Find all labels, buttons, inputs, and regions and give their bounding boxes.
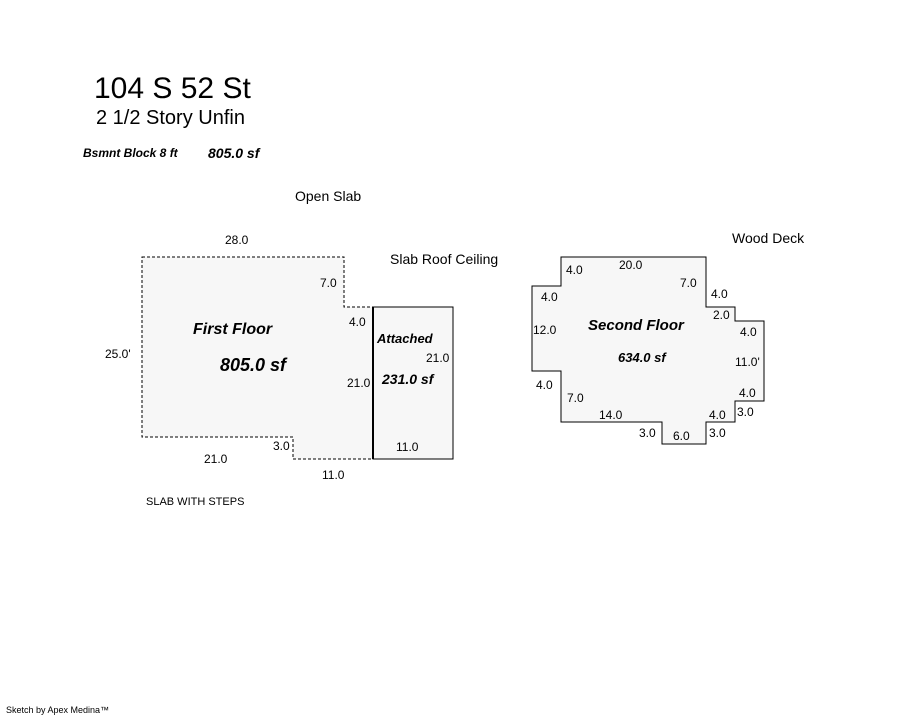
dim-second-right-lower: 4.0 [739, 386, 756, 400]
dim-second-right-bottom: 3.0 [737, 405, 754, 419]
dim-second-right-top-step: 4.0 [711, 287, 728, 301]
property-address: 104 S 52 St [94, 72, 251, 105]
building-style: 2 1/2 Story Unfin [96, 107, 245, 129]
dim-second-left-lower: 4.0 [536, 378, 553, 392]
dim-second-left-upper: 4.0 [541, 290, 558, 304]
dim-second-bottom-notch: 6.0 [673, 429, 690, 443]
dim-first-notch-side: 7.0 [320, 276, 337, 290]
dim-attached-bottom: 11.0 [396, 440, 419, 454]
dim-first-notch-width: 4.0 [349, 315, 366, 329]
slab-with-steps-label: SLAB WITH STEPS [146, 496, 245, 508]
dim-second-right-upper: 4.0 [740, 325, 757, 339]
dim-second-top-right: 7.0 [680, 276, 697, 290]
dim-first-step: 3.0 [273, 439, 290, 453]
second-floor-outline [531, 256, 765, 445]
dim-attached-right: 21.0 [426, 351, 450, 365]
first-floor-area: 805.0 sf [220, 355, 288, 375]
dim-first-bottom-right: 11.0 [322, 468, 345, 482]
dim-first-right: 21.0 [347, 376, 371, 390]
dim-first-top: 28.0 [225, 233, 249, 247]
wood-deck-label: Wood Deck [732, 230, 805, 246]
first-floor-name: First Floor [193, 321, 273, 338]
dim-second-right-lower-step: 4.0 [709, 408, 726, 422]
open-slab-label: Open Slab [295, 188, 362, 204]
dim-second-bottom: 14.0 [599, 408, 623, 422]
dim-second-top: 20.0 [619, 258, 643, 272]
dim-second-top-left-step: 4.0 [566, 263, 583, 277]
basement-label: Bsmnt Block 8 ft [83, 146, 178, 160]
attached-area: 231.0 sf [381, 371, 435, 387]
dim-second-left: 12.0 [533, 323, 557, 337]
dim-first-bottom-left: 21.0 [204, 452, 228, 466]
dim-second-lower-left: 7.0 [567, 391, 584, 405]
basement-area: 805.0 sf [208, 145, 260, 161]
sketch-credit: Sketch by Apex Medina™ [6, 705, 110, 715]
attached-outline [372, 306, 454, 460]
attached-name: Attached [376, 331, 434, 346]
second-floor-name: Second Floor [588, 317, 685, 334]
dim-second-bottom-step-left: 3.0 [639, 426, 656, 440]
dim-second-right: 11.0' [735, 355, 760, 369]
slab-roof-ceiling-label: Slab Roof Ceiling [390, 251, 499, 267]
dim-second-right-step: 2.0 [713, 308, 730, 322]
dim-first-left: 25.0' [105, 347, 131, 361]
dim-second-bottom-step-right: 3.0 [709, 426, 726, 440]
second-floor-area: 634.0 sf [618, 350, 667, 365]
